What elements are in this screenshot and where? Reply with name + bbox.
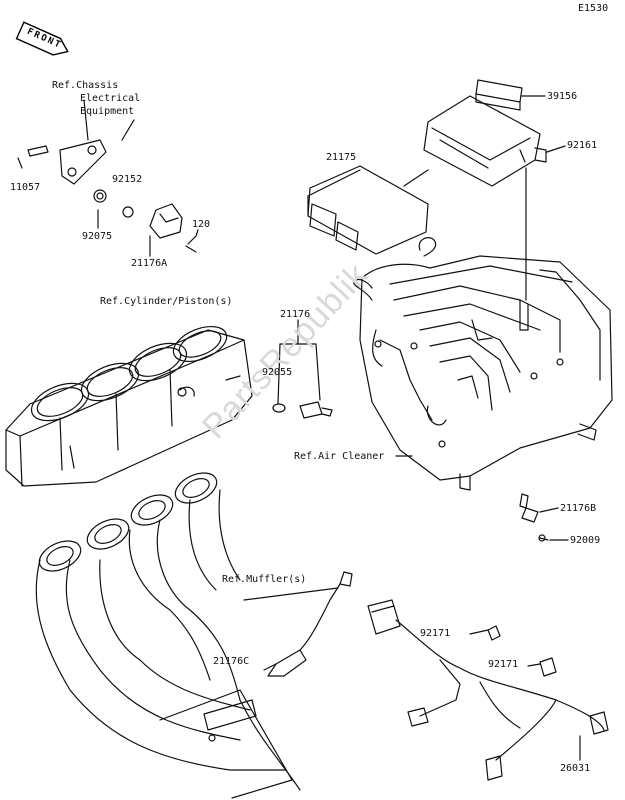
part-number-92161: 92161 [567,140,598,151]
air-cleaner-assembly [353,237,613,491]
intake-air-sensor [519,493,569,542]
part-number-120: 120 [192,219,211,230]
oxygen-sensor [243,571,353,677]
part-number-92075: 92075 [82,231,113,242]
part-number-21176B: 21176B [560,503,597,514]
ref-air-cleaner-label: Ref.Air Cleaner [294,451,385,462]
ref-muffler-label: Ref.Muffler(s) [222,574,307,585]
sensor-bracket-group [17,99,199,257]
part-number-21176A: 21176A [131,258,168,269]
part-number-11057: 11057 [10,182,41,193]
page-code: E1530 [578,3,609,14]
part-number-39156: 39156 [547,91,578,102]
part-number-92171-b: 92171 [488,659,519,670]
wiring-harness [367,599,609,781]
ref-chassis-line2: Electrical [80,93,141,104]
ecu-cover-part [475,79,523,111]
part-number-21176C: 21176C [213,656,250,667]
part-number-26031: 26031 [560,763,591,774]
ref-cylinder-label: Ref.Cylinder/Piston(s) [100,296,233,307]
ecu-part [307,165,429,255]
exhaust-header [35,472,301,799]
cylinder-block [5,325,253,487]
ecu-holder-part [423,95,547,187]
front-direction-arrow: FRONT [14,20,74,63]
part-number-92171-a: 92171 [420,628,451,639]
ref-chassis-line3: Equipment [80,106,135,117]
front-arrow-icon [15,21,69,56]
part-number-92055: 92055 [262,367,293,378]
part-number-21176: 21176 [280,309,311,320]
coolant-temp-sensor [272,319,333,419]
part-number-21175: 21175 [326,152,357,163]
part-number-92009: 92009 [570,535,601,546]
ref-chassis-line1: Ref.Chassis [52,80,119,91]
part-number-92152: 92152 [112,174,143,185]
